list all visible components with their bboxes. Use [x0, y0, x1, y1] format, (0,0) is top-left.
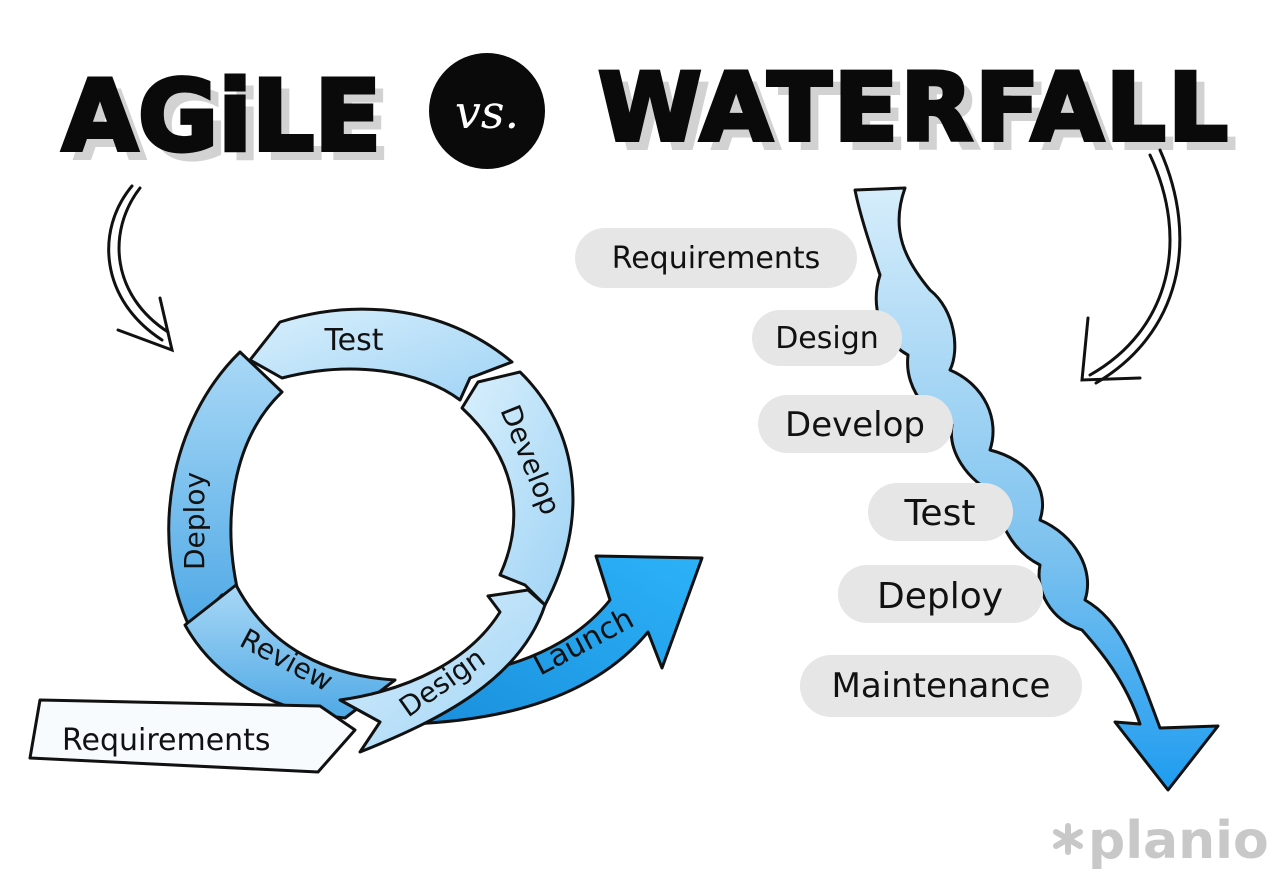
title-right: WATERFALL	[598, 54, 1228, 163]
label-test: Test	[323, 323, 383, 358]
vs-label: vs.	[455, 85, 519, 139]
logo-text: planio	[1088, 811, 1269, 871]
wf-step-test: Test	[904, 493, 976, 534]
waterfall-pointer-arrow	[1080, 148, 1182, 385]
label-requirements-entry: Requirements	[62, 723, 271, 758]
segment-test	[248, 307, 514, 402]
waterfall-flow	[853, 186, 1220, 792]
asterisk-icon	[1053, 823, 1083, 855]
wf-pill-maintenance	[800, 655, 1082, 717]
title-left: AGiLE	[62, 60, 381, 174]
wf-pill-develop	[758, 395, 953, 453]
agile-cycle	[28, 307, 704, 774]
wf-pill-deploy	[838, 565, 1043, 623]
agile-pointer-arrow	[107, 184, 175, 353]
title-right-shadow: WATERFALL	[608, 64, 1238, 173]
waterfall-steps: Requirements Design Develop Test Deploy …	[575, 228, 1082, 717]
planio-logo: planio	[1053, 811, 1269, 871]
wf-pill-test	[868, 483, 1013, 541]
segment-review	[183, 583, 397, 720]
title-group: AGiLE AGiLE vs. WATERFALL WATERFALL	[60, 52, 1238, 184]
wf-pill-requirements	[575, 228, 857, 288]
vs-badge	[429, 53, 545, 169]
wf-pill-design	[752, 310, 902, 366]
wf-step-maintenance: Maintenance	[832, 666, 1051, 706]
wf-step-develop: Develop	[785, 405, 925, 445]
wf-step-requirements: Requirements	[612, 241, 821, 276]
label-deploy: Deploy	[178, 472, 211, 570]
requirements-entry	[28, 698, 357, 774]
title-left-shadow: AGiLE	[72, 70, 391, 184]
wf-step-design: Design	[775, 321, 879, 356]
segment-design	[338, 588, 547, 754]
waterfall-arrow	[853, 186, 1220, 792]
wf-step-deploy: Deploy	[877, 576, 1003, 617]
